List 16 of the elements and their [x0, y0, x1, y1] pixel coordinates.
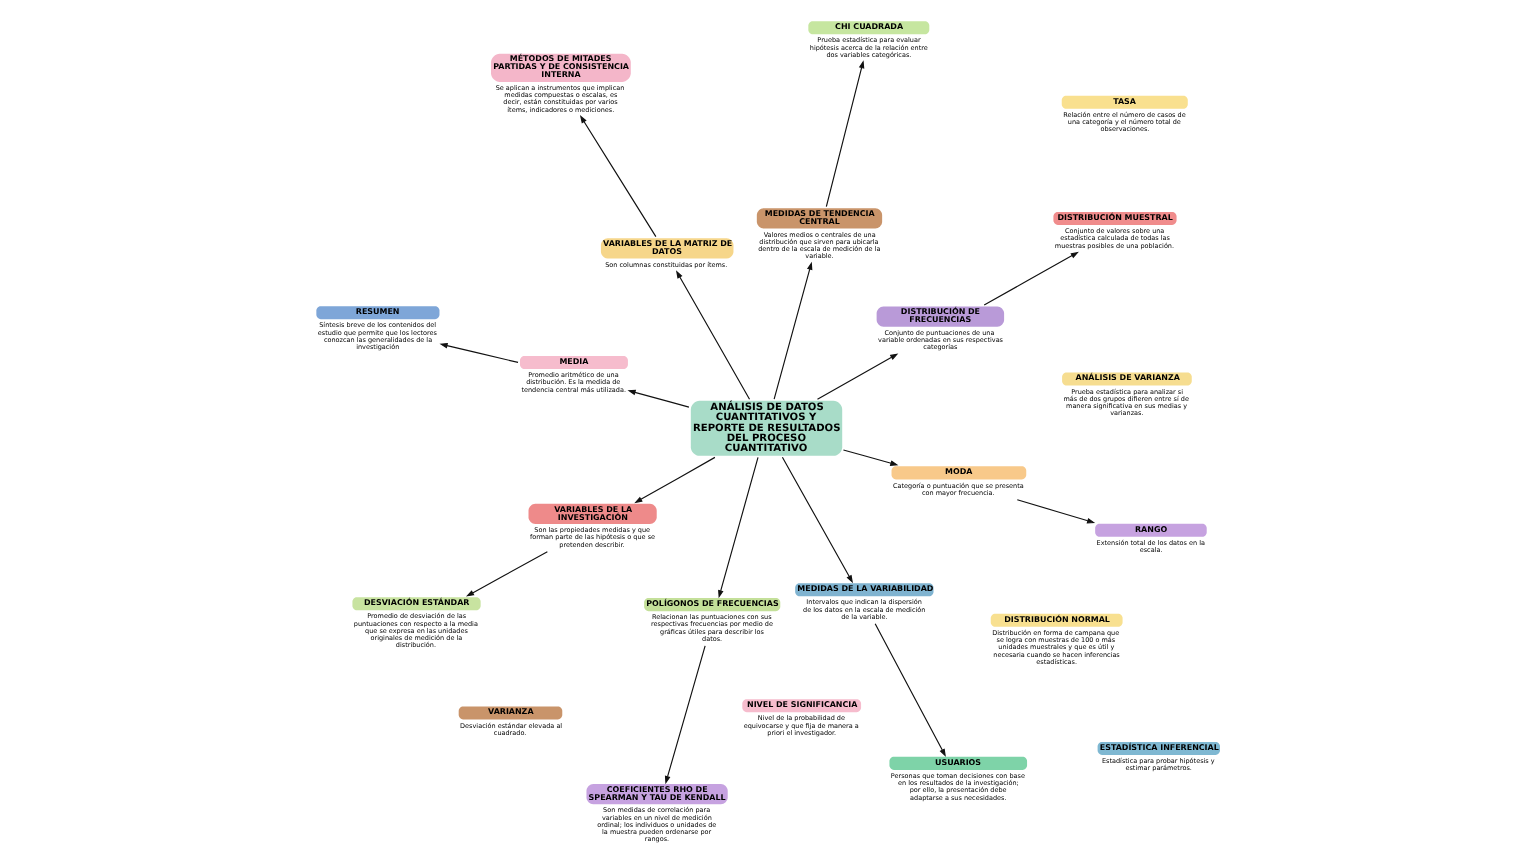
- arrow: [781, 456, 853, 584]
- arrow: [627, 389, 690, 408]
- arrow: [983, 251, 1079, 306]
- arrow: [718, 456, 759, 599]
- arrow: [439, 342, 519, 363]
- arrow: [579, 115, 657, 238]
- arrow: [842, 449, 899, 466]
- arrow: [675, 270, 751, 400]
- arrow: [825, 60, 865, 208]
- arrow: [874, 623, 946, 757]
- arrow: [466, 551, 548, 597]
- arrow: [634, 456, 716, 504]
- arrow: [816, 353, 899, 400]
- arrow: [773, 261, 813, 400]
- arrow: [664, 645, 706, 785]
- arrow: [1016, 499, 1096, 524]
